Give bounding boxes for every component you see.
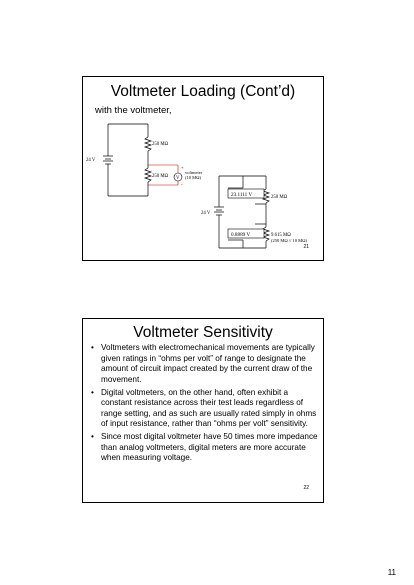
bullet-text: Digital voltmeters, on the other hand, o… <box>101 387 317 429</box>
right-circuit <box>214 175 271 249</box>
r4-parallel-label: (250 MΩ // 10 MΩ) <box>271 238 307 243</box>
slide-voltmeter-loading: Voltmeter Loading (Cont’d) with the volt… <box>82 76 324 261</box>
bullet-glyph: • <box>91 387 94 397</box>
source-label: 24 V <box>86 158 96 163</box>
reading-box-bottom <box>227 228 265 239</box>
left-circuit <box>103 123 153 197</box>
slide-title: Voltmeter Sensitivity <box>133 324 273 341</box>
r4-label: 9.615 MΩ <box>271 233 291 238</box>
r3-label: 250 MΩ <box>271 195 288 200</box>
minus-sign: - <box>181 182 183 187</box>
bullet-glyph: • <box>91 432 94 442</box>
plus-sign: + <box>181 165 184 170</box>
reading-bottom: 0.8889 V <box>231 232 250 238</box>
page-number: 11 <box>387 568 396 577</box>
meter-symbol-label: V <box>176 176 180 181</box>
slide-title: Voltmeter Loading (Cont’d) <box>110 83 296 100</box>
bullet-text: Voltmeters with electromechanical moveme… <box>101 343 315 384</box>
slide-subtitle: with the voltmeter, <box>95 105 172 116</box>
slide-number: 21 <box>303 244 309 250</box>
reading-box-top <box>227 188 265 199</box>
r1-label: 250 MΩ <box>152 142 169 147</box>
voltmeter-label: voltmeter <box>185 170 203 175</box>
bullet-item: • Since most digital voltmeter have 50 ti… <box>89 432 321 464</box>
bullet-text: Since most digital voltmeter have 50 tim… <box>101 432 318 463</box>
bullet-item: • Digital voltmeters, on the other hand, … <box>89 388 321 430</box>
circuit-diagram: 250 MΩ 250 MΩ 24 V V voltmeter (10 MΩ) +… <box>86 123 307 249</box>
voltmeter-resistance-label: (10 MΩ) <box>185 175 201 180</box>
bullet-glyph: • <box>91 343 94 352</box>
source2-label: 24 V <box>201 211 211 216</box>
voltmeter-symbol <box>173 172 183 182</box>
slide-voltmeter-sensitivity: Voltmeter Sensitivity • Voltmeters with e… <box>82 318 324 503</box>
bullet-list: • Voltmeters with electromechanical movem… <box>89 343 321 466</box>
r2-label: 250 MΩ <box>152 174 169 179</box>
slide-number: 22 <box>303 485 309 491</box>
voltmeter-leads <box>148 164 179 186</box>
bullet-item: • Voltmeters with electromechanical movem… <box>89 343 321 385</box>
reading-top: 23.1111 V <box>231 192 252 198</box>
